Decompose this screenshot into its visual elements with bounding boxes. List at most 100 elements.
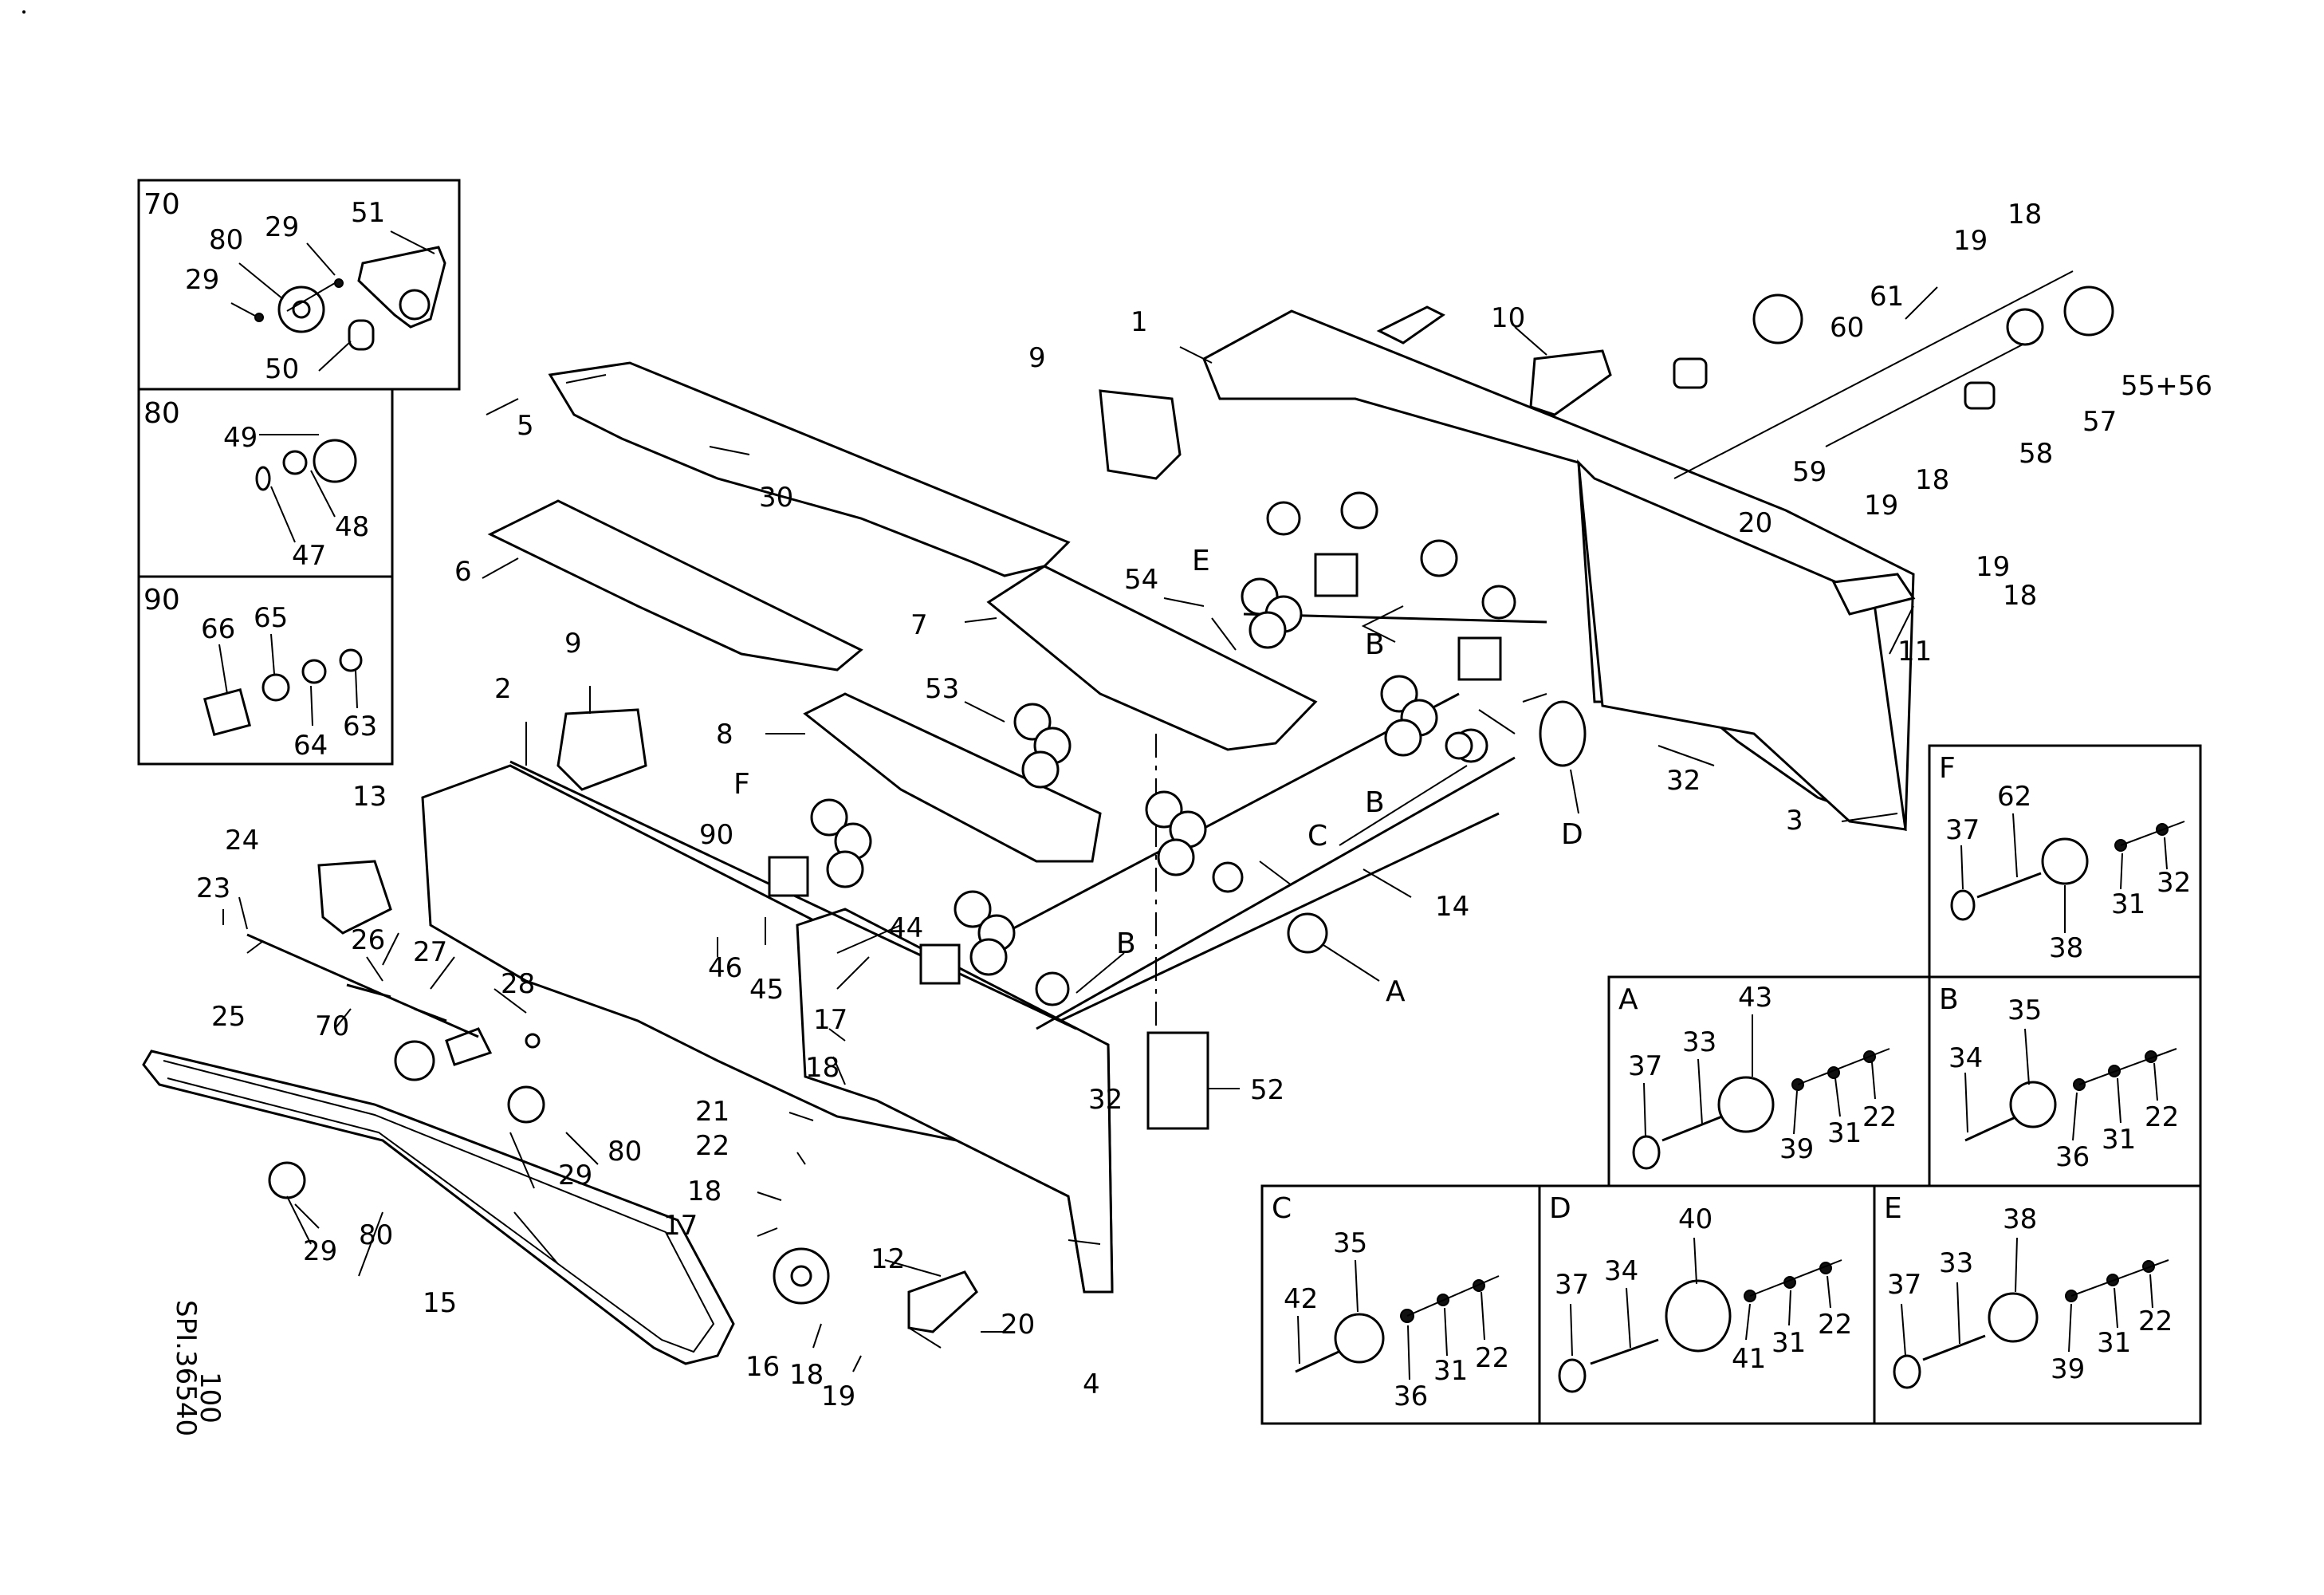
callout: 32	[1088, 1084, 1123, 1116]
roller-icon	[954, 890, 992, 928]
callout: 18	[789, 1359, 824, 1391]
flange-bearing-icon	[919, 943, 961, 985]
detail-F-title: F	[1939, 752, 1956, 785]
roller-icon	[1266, 501, 1301, 536]
inset-90-label: 66	[201, 613, 235, 645]
shaft-centerlines	[1673, 270, 2074, 479]
roller-icon	[826, 850, 864, 888]
callouts: 1 2 3 4 5 6 7 8 9 9 10 11 12 13 14 15 16…	[196, 199, 2212, 1412]
callout: B	[1116, 927, 1136, 960]
bushing-icon	[348, 319, 375, 351]
cap-icon	[1893, 1354, 1921, 1389]
pulley-icon	[1445, 731, 1473, 760]
detail-E-label: 22	[2138, 1306, 2173, 1337]
circlip-icon	[255, 466, 271, 491]
detail-A-label: 43	[1738, 982, 1772, 1014]
bracket-13	[317, 860, 392, 935]
bracket-12	[907, 1270, 978, 1333]
bracket-10	[1529, 349, 1612, 416]
plate-7	[986, 565, 1318, 751]
detail-F-label: 32	[2157, 867, 2191, 899]
ring-icon	[339, 648, 363, 672]
pulley-icon	[1340, 491, 1378, 530]
callout: 20	[1738, 507, 1772, 539]
roller-icon	[1157, 838, 1195, 876]
washer-icon	[301, 659, 327, 684]
drive-belt-15	[142, 1050, 735, 1365]
detail-E-frame	[1873, 1184, 2202, 1425]
detail-D-label: 22	[1818, 1309, 1852, 1341]
callout: 27	[413, 936, 447, 968]
arm-plate-icon	[2006, 308, 2044, 346]
detail-D-label: 37	[1555, 1269, 1589, 1301]
callout: 9	[564, 628, 582, 660]
roller-icon	[1988, 1292, 2039, 1343]
callout: 12	[871, 1243, 905, 1275]
callout: 18	[805, 1052, 840, 1084]
callout: 8	[716, 719, 733, 750]
callout: 29	[303, 1235, 337, 1267]
guard-9-upper	[1099, 389, 1182, 480]
leader-lines	[218, 633, 358, 727]
roller-icon	[1249, 611, 1287, 649]
bearing-icon	[282, 450, 308, 475]
callout: 45	[749, 974, 784, 1006]
corner-mark	[22, 10, 26, 14]
pulley-A-icon	[1287, 912, 1328, 954]
pulley-icon	[1665, 1279, 1732, 1353]
callout: 15	[423, 1287, 457, 1319]
shaft-upper	[1004, 692, 1460, 935]
main-assembly	[142, 270, 2114, 1372]
bushing-icon	[1673, 357, 1708, 389]
callout: 9	[1028, 342, 1046, 374]
callout: 10	[1491, 302, 1525, 334]
pulley-icon	[1212, 861, 1244, 893]
drawing-code: SPI.36540	[170, 1300, 202, 1436]
callout: 6	[454, 556, 472, 588]
bracket-11	[1831, 573, 1916, 616]
roller-icon	[1145, 790, 1183, 829]
roller-group	[768, 286, 2114, 1130]
inset-group-70-80-90: 70 80 29 51 29 50 80 49 48 47 90 66 65 6…	[137, 179, 461, 766]
flange-bearing-icon	[768, 856, 809, 897]
callout: B	[1365, 628, 1385, 661]
callout: 2	[494, 673, 512, 705]
pulley-icon	[2009, 1081, 2057, 1128]
bushing-icon	[1964, 381, 1996, 410]
leader-lines	[1901, 1237, 2169, 1357]
callout: 28	[501, 968, 535, 1000]
pulley-icon	[1717, 1076, 1775, 1133]
detail-F-label: 38	[2049, 932, 2083, 964]
gear-motor-icon	[1752, 293, 1803, 345]
callout: 29	[558, 1160, 592, 1191]
tension-arm-icon	[357, 246, 446, 329]
callout: 23	[196, 872, 230, 904]
detail-B-label: 22	[2145, 1101, 2179, 1133]
spring-26-icon	[346, 983, 391, 998]
shaft-middle-B	[1036, 756, 1516, 1030]
detail-C-label: 42	[1284, 1283, 1318, 1315]
callout: 61	[1870, 281, 1904, 313]
inset-70-title: 70	[144, 188, 180, 221]
detail-D-title: D	[1549, 1192, 1571, 1225]
callout: 16	[745, 1351, 780, 1383]
spring-27-icon	[414, 1007, 447, 1022]
inset-90-label: 65	[254, 602, 288, 634]
inset-90-label: 64	[293, 730, 328, 762]
callout: 19	[1976, 551, 2010, 583]
detail-A-label: 37	[1628, 1050, 1662, 1082]
arm-bearing-icon	[399, 289, 431, 321]
callout: 3	[1786, 805, 1803, 837]
inset-90-label: 63	[343, 711, 377, 742]
sprocket-icon	[268, 1161, 306, 1199]
callout: 19	[821, 1380, 855, 1412]
callout: A	[1386, 975, 1406, 1008]
callout: 24	[225, 825, 259, 857]
detail-C-label: 22	[1475, 1342, 1509, 1374]
callout: 52	[1250, 1074, 1284, 1106]
callout: 18	[2007, 199, 2042, 230]
callout: 21	[695, 1096, 729, 1128]
callout: 1	[1131, 306, 1148, 338]
inset-70-label: 80	[209, 224, 243, 256]
callout: 30	[759, 482, 793, 514]
